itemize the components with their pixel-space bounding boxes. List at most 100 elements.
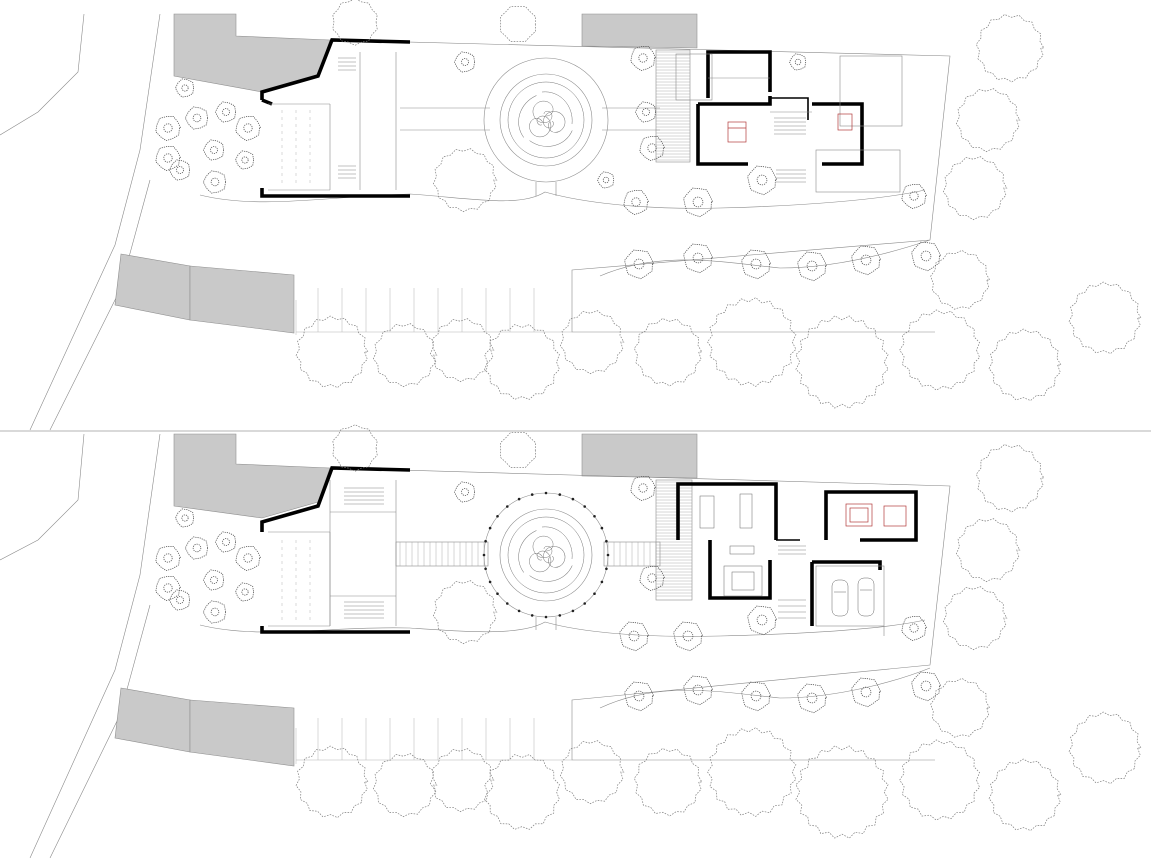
road-edge	[0, 13, 85, 136]
tree-icon	[175, 508, 195, 528]
tree-icon	[747, 605, 778, 636]
tree-icon	[988, 758, 1062, 832]
roundel-garden	[395, 491, 661, 630]
tree-icon	[624, 681, 655, 712]
tree-icon	[634, 101, 657, 123]
tree-icon	[943, 586, 1008, 651]
tree-icon	[639, 135, 666, 162]
tree-icon	[295, 315, 369, 389]
tree-icon	[155, 115, 182, 142]
tree-icon	[747, 165, 778, 196]
tree-icon	[930, 678, 991, 738]
neighbor-building	[173, 433, 331, 519]
parking-bays	[295, 288, 572, 335]
tree-icon	[630, 475, 657, 502]
tree-icon	[683, 187, 714, 218]
stair-icon	[774, 117, 806, 135]
tree-icon	[235, 115, 262, 142]
bed-icon	[727, 121, 747, 143]
car-icon	[831, 579, 849, 617]
tree-icon	[673, 621, 704, 652]
tree-icon	[453, 51, 476, 73]
tree-icon	[683, 243, 714, 274]
car-icon	[857, 577, 875, 617]
tree-icon	[911, 241, 942, 272]
neighbor-building	[114, 687, 191, 753]
east-house	[676, 482, 918, 636]
roundel-garden	[400, 57, 660, 196]
tree-icon	[624, 249, 655, 280]
tree-icon	[943, 156, 1008, 221]
tree-icon	[430, 318, 495, 383]
bed-icon	[883, 505, 907, 527]
tree-icon	[235, 545, 262, 572]
tree-icon	[633, 748, 703, 817]
tree-icon	[901, 615, 928, 642]
bed-icon	[837, 113, 853, 131]
deck	[655, 479, 693, 601]
tree-icon	[155, 575, 182, 602]
tree-group	[155, 424, 1142, 839]
tree-icon	[484, 754, 560, 830]
tree-icon	[1068, 711, 1142, 785]
tree-icon	[295, 745, 369, 819]
tree-icon	[911, 671, 942, 702]
tree-icon	[741, 681, 772, 712]
bed-icon	[845, 503, 873, 527]
tree-icon	[797, 683, 828, 714]
tree-icon	[633, 318, 703, 387]
neighbor-building	[189, 265, 295, 334]
sofa-icon	[723, 545, 763, 597]
tree-icon	[956, 518, 1021, 583]
tree-icon	[899, 739, 981, 821]
tree-icon	[155, 145, 182, 172]
deck	[655, 49, 691, 163]
tree-icon	[235, 150, 255, 170]
tree-icon	[789, 53, 807, 71]
tree-icon	[851, 245, 882, 276]
tree-icon	[901, 183, 928, 210]
tree-icon	[430, 748, 495, 813]
tree-icon	[235, 582, 255, 602]
tree-icon	[899, 309, 981, 391]
tree-icon	[956, 88, 1021, 153]
tree-icon	[597, 171, 615, 189]
tree-icon	[373, 323, 438, 388]
road-edge	[29, 13, 161, 431]
tree-icon	[332, 0, 378, 46]
west-block	[260, 38, 411, 198]
dining-table-icon	[699, 493, 753, 529]
neighbor-building	[581, 13, 698, 49]
garden-edge	[599, 667, 931, 709]
stair-icon	[338, 57, 356, 179]
tree-icon	[639, 565, 666, 592]
tree-icon	[975, 444, 1045, 513]
road-edge	[29, 433, 161, 858]
parking-bays	[295, 718, 572, 764]
tree-icon	[433, 148, 498, 213]
plan-upper	[0, 0, 1142, 431]
tree-icon	[683, 675, 714, 706]
tree-icon	[202, 139, 225, 161]
tree-icon	[619, 621, 650, 652]
tree-icon	[500, 6, 536, 42]
tree-icon	[500, 432, 536, 468]
tree-icon	[453, 481, 476, 503]
garden-edge	[599, 239, 931, 277]
tree-icon	[214, 531, 237, 553]
tree-icon	[741, 249, 772, 280]
tree-icon	[988, 328, 1062, 402]
east-house	[675, 50, 903, 193]
tree-icon	[1068, 281, 1142, 355]
tree-icon	[560, 740, 625, 805]
neighbor-building	[581, 433, 698, 479]
road-edge	[0, 433, 85, 561]
tree-icon	[168, 589, 191, 611]
tree-icon	[930, 250, 991, 310]
tree-icon	[623, 189, 650, 216]
tree-icon	[184, 536, 209, 560]
tree-icon	[707, 297, 797, 387]
garden-edge	[199, 619, 926, 637]
stair-icon	[778, 545, 806, 619]
